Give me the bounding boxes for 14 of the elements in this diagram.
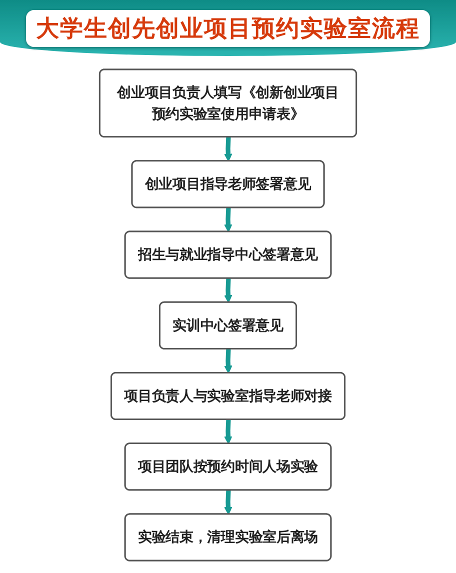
arrow [224,420,232,444]
arrow [224,490,232,515]
title: 大学生创先创业项目预约实验室流程 [26,10,430,46]
arrow [224,278,232,303]
process-box: 招生与就业指导中心签署意见 [124,230,332,279]
process-box: 实训中心签署意见 [158,301,298,350]
process-box: 项目负责人与实验室指导老师对接 [110,372,346,420]
arrow [224,137,232,162]
arrow [224,208,232,232]
process-box: 实验结束，清理实验室后离场 [124,513,332,562]
process-box: 创业项目负责人填写《创新创业项目预约实验室使用申请表》 [98,68,358,138]
process-box: 项目团队按预约时间人场实验 [124,442,332,491]
process-box: 创业项目指导老师签署意见 [131,160,325,208]
arrow [224,349,232,374]
